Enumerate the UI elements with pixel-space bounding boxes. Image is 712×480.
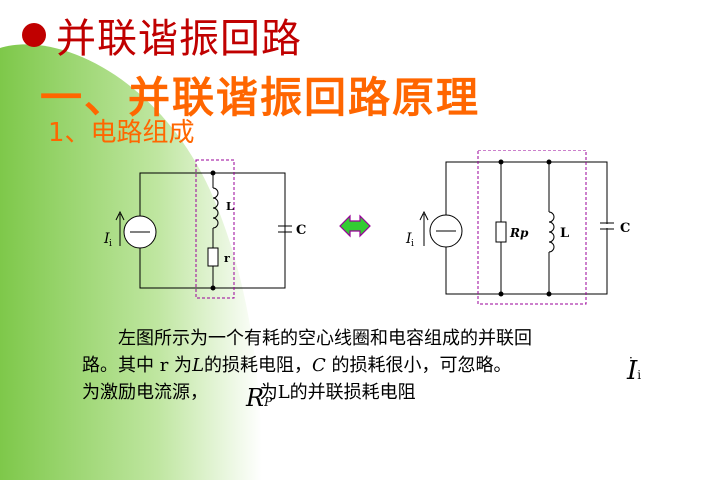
page-title: 并联谐振回路 — [56, 16, 302, 62]
paragraph-line-2: 路。其中 r 为L的损耗电阻，C 的损耗很小，可忽略。 — [82, 355, 512, 376]
left-source-label: I — [103, 231, 110, 247]
right-resistor-icon — [495, 221, 507, 243]
left-capacitor-label: C — [296, 223, 306, 238]
left-resistor-label: r — [224, 252, 230, 265]
equivalence-arrow-icon — [339, 214, 371, 238]
right-inductor-label: L — [560, 226, 569, 241]
right-inductor-icon — [548, 211, 555, 253]
left-inductor-icon — [212, 187, 219, 229]
bullet-icon — [22, 23, 46, 47]
left-source-sub: i — [109, 239, 112, 249]
left-resistor-icon — [207, 247, 219, 267]
left-circuit: I i L r C — [103, 159, 306, 299]
right-resistor-label: Rp — [509, 226, 529, 240]
paragraph-line-3: 为激励电流源， 为L的并联损耗电阻 — [82, 382, 416, 403]
source-current-symbol: Ii — [627, 356, 642, 386]
right-circuit: I i Rp L C — [405, 150, 630, 305]
dot-accent: · — [629, 351, 633, 365]
right-capacitor-label: C — [620, 221, 630, 236]
rp-symbol: RP — [246, 384, 273, 412]
section-heading: 1、电路组成 — [48, 118, 195, 148]
left-inductor-label: L — [226, 200, 234, 213]
subtitle: 一、并联谐振回路原理 — [40, 73, 481, 122]
description-paragraph: 左图所示为一个有耗的空心线圈和电容组成的并联回 路。其中 r 为L的损耗电阻，C… — [82, 325, 642, 406]
title-row: 并联谐振回路 — [22, 10, 302, 62]
circuit-diagram: I i L r C I i Rp — [103, 150, 630, 305]
paragraph-line-1: 左图所示为一个有耗的空心线圈和电容组成的并联回 — [118, 328, 532, 349]
right-source-sub: i — [411, 239, 414, 249]
right-source-label: I — [405, 231, 412, 247]
